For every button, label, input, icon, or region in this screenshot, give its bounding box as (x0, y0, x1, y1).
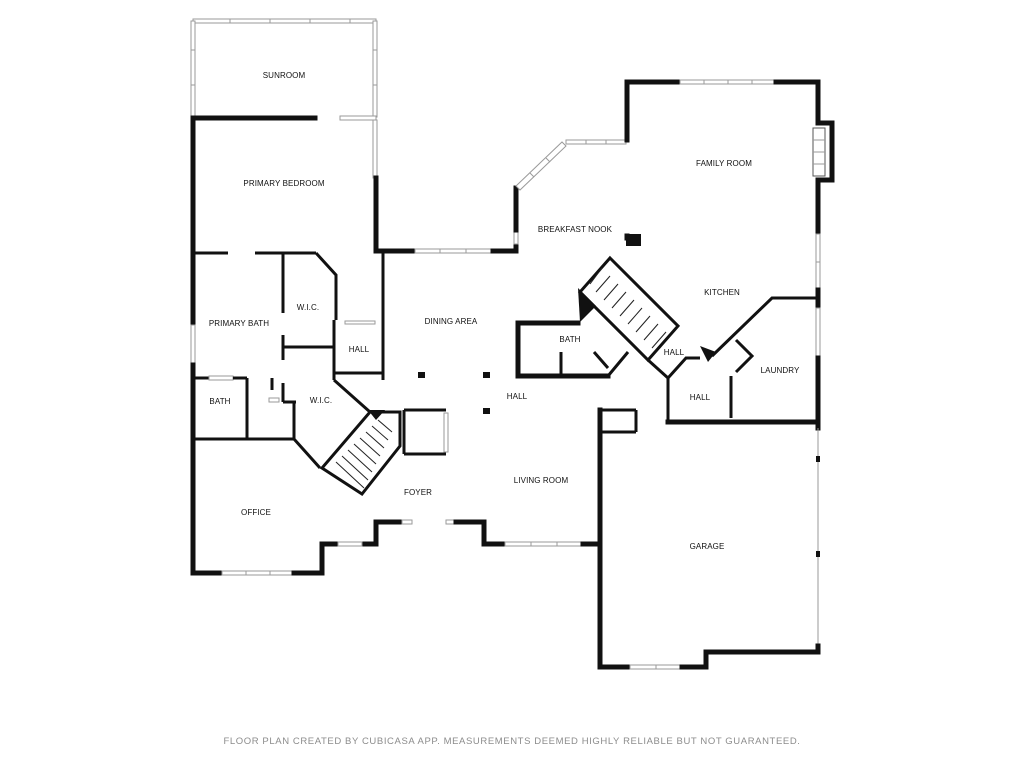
room-label-wic-1: W.I.C. (297, 303, 319, 312)
room-label-sunroom: SUNROOM (263, 71, 306, 80)
room-label-garage: GARAGE (690, 542, 725, 551)
room-label-primary-bath: PRIMARY BATH (209, 319, 269, 328)
room-label-hall-3: HALL (507, 392, 528, 401)
room-label-family-room: FAMILY ROOM (696, 159, 752, 168)
room-label-wic-2: W.I.C. (310, 396, 332, 405)
disclaimer-footer: FLOOR PLAN CREATED BY CUBICASA APP. MEAS… (223, 736, 801, 747)
room-label-breakfast-nook: BREAKFAST NOOK (538, 225, 613, 234)
room-label-kitchen: KITCHEN (704, 288, 740, 297)
room-label-bath-2: BATH (559, 335, 580, 344)
room-label-hall-1: HALL (349, 345, 370, 354)
room-label-office: OFFICE (241, 508, 271, 517)
room-label-living-room: LIVING ROOM (514, 476, 569, 485)
room-labels: SUNROOM PRIMARY BEDROOM PRIMARY BATH W.I… (209, 71, 800, 551)
room-label-laundry: LAUNDRY (761, 366, 800, 375)
room-label-hall-2: HALL (664, 348, 685, 357)
center-walls (319, 372, 603, 547)
right-wing-walls (513, 79, 835, 670)
sunroom-walls (190, 18, 378, 118)
room-label-dining-area: DINING AREA (425, 317, 478, 326)
room-label-bath-1: BATH (209, 397, 230, 406)
stair-2-treads (589, 267, 667, 349)
stair-1-treads (335, 419, 393, 489)
room-label-foyer: FOYER (404, 488, 432, 497)
room-label-primary-bedroom: PRIMARY BEDROOM (243, 179, 324, 188)
left-wing-walls (190, 115, 519, 576)
room-label-hall-4: HALL (690, 393, 711, 402)
